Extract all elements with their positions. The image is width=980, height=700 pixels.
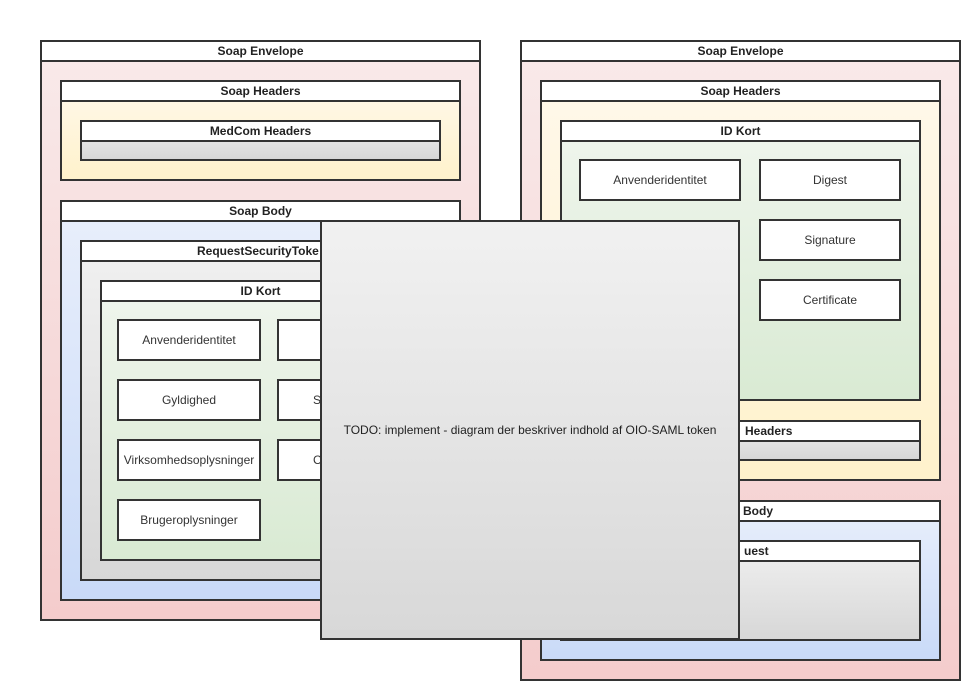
left-item-brugeroplysninger: Brugeroplysninger (117, 499, 261, 541)
left-medcom-headers-title: MedCom Headers (82, 122, 439, 142)
left-item-anvenderidentitet: Anvenderidentitet (117, 319, 261, 361)
left-medcom-headers: MedCom Headers (80, 120, 441, 161)
right-item-signature: Signature (759, 219, 901, 261)
left-soap-body-title: Soap Body (62, 202, 459, 222)
right-id-kort-title: ID Kort (562, 122, 919, 142)
left-item-virksomhedsoplysninger-label: Virksomhedsoplysninger (123, 452, 255, 467)
right-soap-headers-title: Soap Headers (542, 82, 939, 102)
left-item-virksomhedsoplysninger: Virksomhedsoplysninger (117, 439, 261, 481)
left-item-gyldighed: Gyldighed (117, 379, 261, 421)
right-item-digest: Digest (759, 159, 901, 201)
left-soap-envelope-title: Soap Envelope (42, 42, 479, 62)
right-soap-envelope-title: Soap Envelope (522, 42, 959, 62)
todo-placeholder-text: TODO: implement - diagram der beskriver … (343, 423, 717, 437)
left-soap-headers-title: Soap Headers (62, 82, 459, 102)
right-item-certificate: Certificate (759, 279, 901, 321)
right-item-anvenderidentitet: Anvenderidentitet (579, 159, 741, 201)
todo-placeholder-box: TODO: implement - diagram der beskriver … (320, 220, 740, 640)
